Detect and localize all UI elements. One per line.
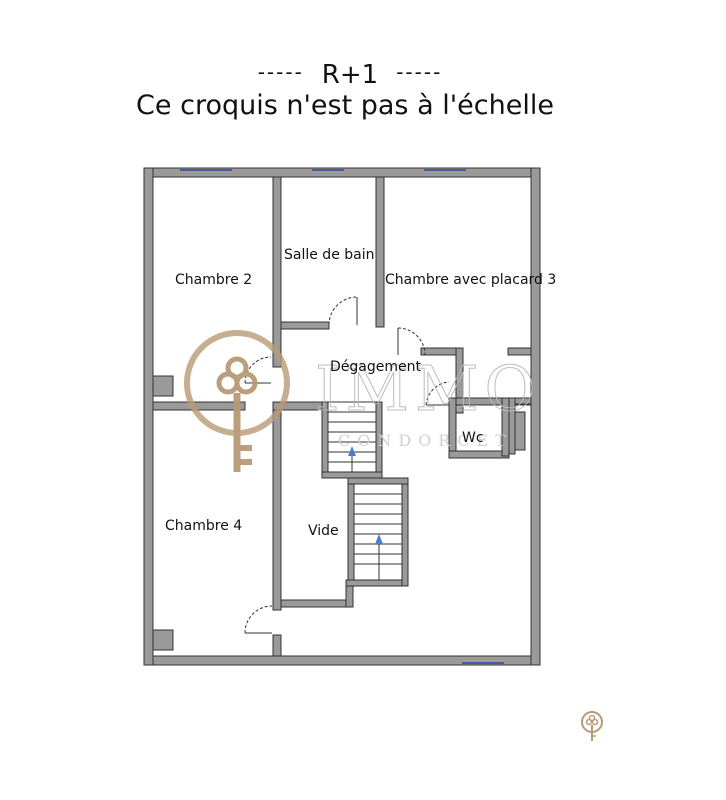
room-labels: Chambre 2 Salle de bain Chambre avec pla…	[165, 247, 556, 539]
label-chambre-2: Chambre 2	[175, 272, 252, 288]
corner-logo-icon	[581, 711, 603, 741]
label-chambre-3: Chambre avec placard 3	[385, 272, 556, 288]
label-vide: Vide	[308, 523, 339, 539]
label-chambre-4: Chambre 4	[165, 518, 242, 534]
outer-walls	[143, 167, 541, 666]
scale-note: Ce croquis n'est pas à l'échelle	[136, 90, 554, 121]
heading-dash-right: -----	[396, 60, 443, 84]
floor-heading: ----- R+1 -----	[230, 60, 470, 90]
watermark-brand: IMMO	[315, 352, 541, 425]
key-logo-icon	[184, 330, 290, 472]
watermark-sub: CONDORCET	[338, 431, 513, 450]
floor-level: R+1	[321, 60, 379, 90]
stair-up-arrow-icon	[375, 534, 383, 544]
heading-dash-left: -----	[257, 60, 304, 84]
stair-lower	[347, 477, 409, 581]
windows	[180, 169, 504, 664]
label-degagement: Dégagement	[330, 359, 421, 375]
stair-upper	[321, 401, 383, 479]
label-salle-de-bain: Salle de bain	[284, 247, 375, 263]
label-wc: Wc	[462, 430, 484, 446]
watermark: IMMO CONDORCET	[184, 330, 541, 472]
interior-walls	[152, 176, 532, 657]
doors	[244, 296, 450, 634]
stair-up-arrow-icon	[348, 446, 356, 456]
